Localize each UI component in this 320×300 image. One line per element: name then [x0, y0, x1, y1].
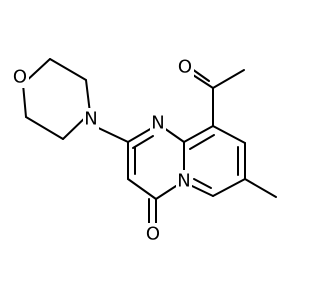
bond-morph-c2-n: [85, 79, 91, 114]
pyrimidinone-ring: [127, 127, 185, 226]
pyridine-ring: [183, 125, 246, 197]
bond-c6-n5: [191, 185, 214, 197]
bond-morph-c3-c4: [25, 116, 64, 140]
bond-n1-c9a: [163, 127, 185, 143]
bond-c7-c6: [212, 178, 246, 197]
bond-morph-c4-o: [22, 83, 27, 118]
bond-c9-c8: [212, 125, 246, 144]
bond-n5-c4: [155, 185, 177, 200]
chemical-structure-diagram: O N N N O O: [11, 56, 277, 245]
bond-acyl-c-o-double: [191, 68, 210, 82]
acetyl-oxygen-label: O: [178, 57, 192, 78]
bond-c6-n5-double: [193, 178, 212, 189]
bond-c7-methyl: [244, 178, 277, 198]
acetyl-group: [191, 68, 245, 127]
bond-acyl-c-methyl: [212, 69, 245, 89]
morpholine-oxygen-label: O: [13, 67, 27, 88]
bond-c9a-c9-double: [189, 134, 215, 150]
bridgehead-nitrogen-label: N: [177, 171, 190, 192]
ring-carbonyl-oxygen-label: O: [146, 224, 160, 245]
bond-c2-n1: [127, 127, 153, 143]
bond-acyl-c-o: [192, 74, 214, 89]
pyrimidine-nitrogen-label: N: [151, 113, 164, 134]
morpholine-nitrogen-label: N: [84, 109, 97, 130]
atom-labels: O N N N O O: [11, 56, 194, 245]
bond-c4-c3: [127, 178, 157, 200]
bond-morph-c1-c2: [49, 58, 87, 81]
bond-c2-n1-double: [132, 135, 154, 149]
morpholine-ring: [22, 58, 91, 140]
molecule-canvas: O N N N O O: [11, 56, 277, 245]
bond-c9a-c9: [183, 125, 214, 143]
